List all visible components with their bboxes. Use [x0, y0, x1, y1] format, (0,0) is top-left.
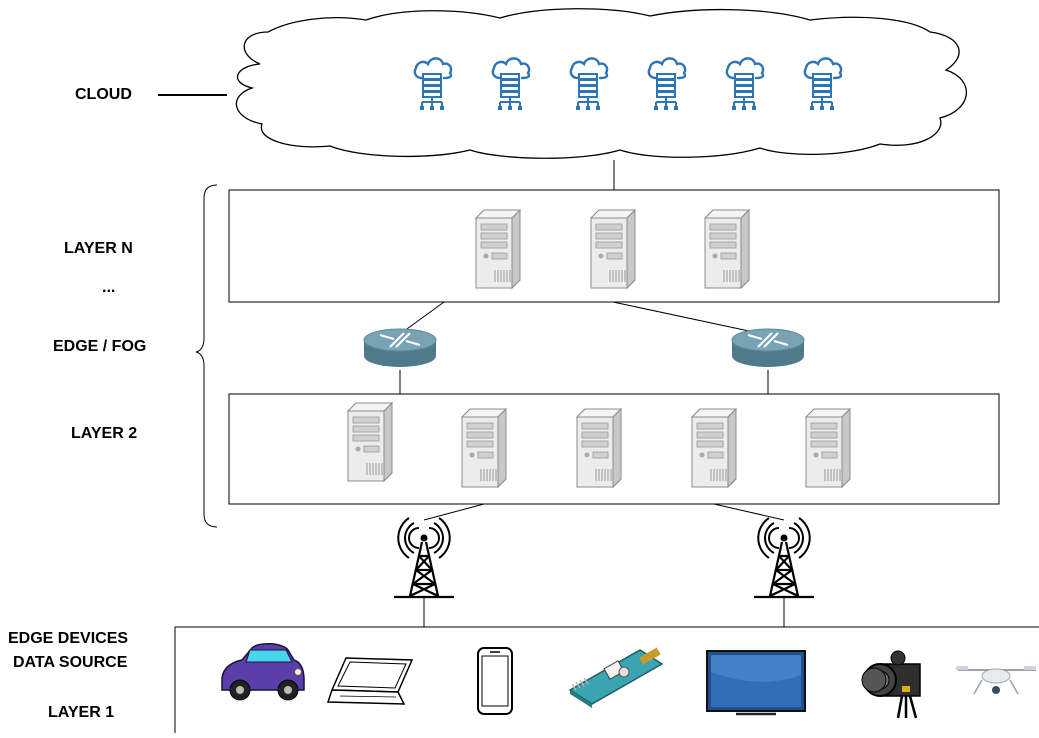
- server-tower-icon: [704, 209, 750, 289]
- router-icon: [731, 328, 805, 368]
- drone-icon: [956, 666, 1036, 695]
- ellipsis-label: ...: [102, 279, 116, 296]
- server-tower-icon: [590, 209, 636, 289]
- router-links: [399, 301, 769, 394]
- car-icon: [221, 643, 305, 701]
- layer-2-label: LAYER 2: [71, 425, 138, 442]
- tower-links: [423, 503, 785, 627]
- server-tower-icon: [347, 402, 393, 482]
- laptop-icon: [326, 657, 414, 705]
- video-camera-icon: [861, 650, 921, 719]
- monitor-icon: [706, 650, 806, 716]
- server-tower-icon: [691, 408, 737, 488]
- server-tower-icon: [475, 209, 521, 289]
- smartphone-icon: [477, 647, 513, 715]
- cloud-label: CLOUD: [75, 86, 132, 103]
- router-icon: [363, 328, 437, 368]
- server-tower-icon: [805, 408, 851, 488]
- edge-devices-label: EDGE DEVICES: [8, 630, 129, 647]
- layer-n-label: LAYER N: [64, 240, 133, 257]
- antenna-tower-icon: [392, 516, 456, 599]
- server-tower-icon: [461, 408, 507, 488]
- antenna-tower-icon: [752, 516, 816, 599]
- layer-1-label: LAYER 1: [48, 704, 115, 721]
- data-source-label: DATA SOURCE: [13, 654, 128, 671]
- edge-fog-brace: [195, 184, 218, 528]
- layer-n-servers: [475, 209, 750, 289]
- edge-fog-label: EDGE / FOG: [53, 338, 147, 355]
- layer-1-box: [174, 626, 1039, 733]
- server-tower-icon: [576, 408, 622, 488]
- sensor-board-icon: [568, 647, 664, 708]
- cloud-shape: [235, 8, 967, 159]
